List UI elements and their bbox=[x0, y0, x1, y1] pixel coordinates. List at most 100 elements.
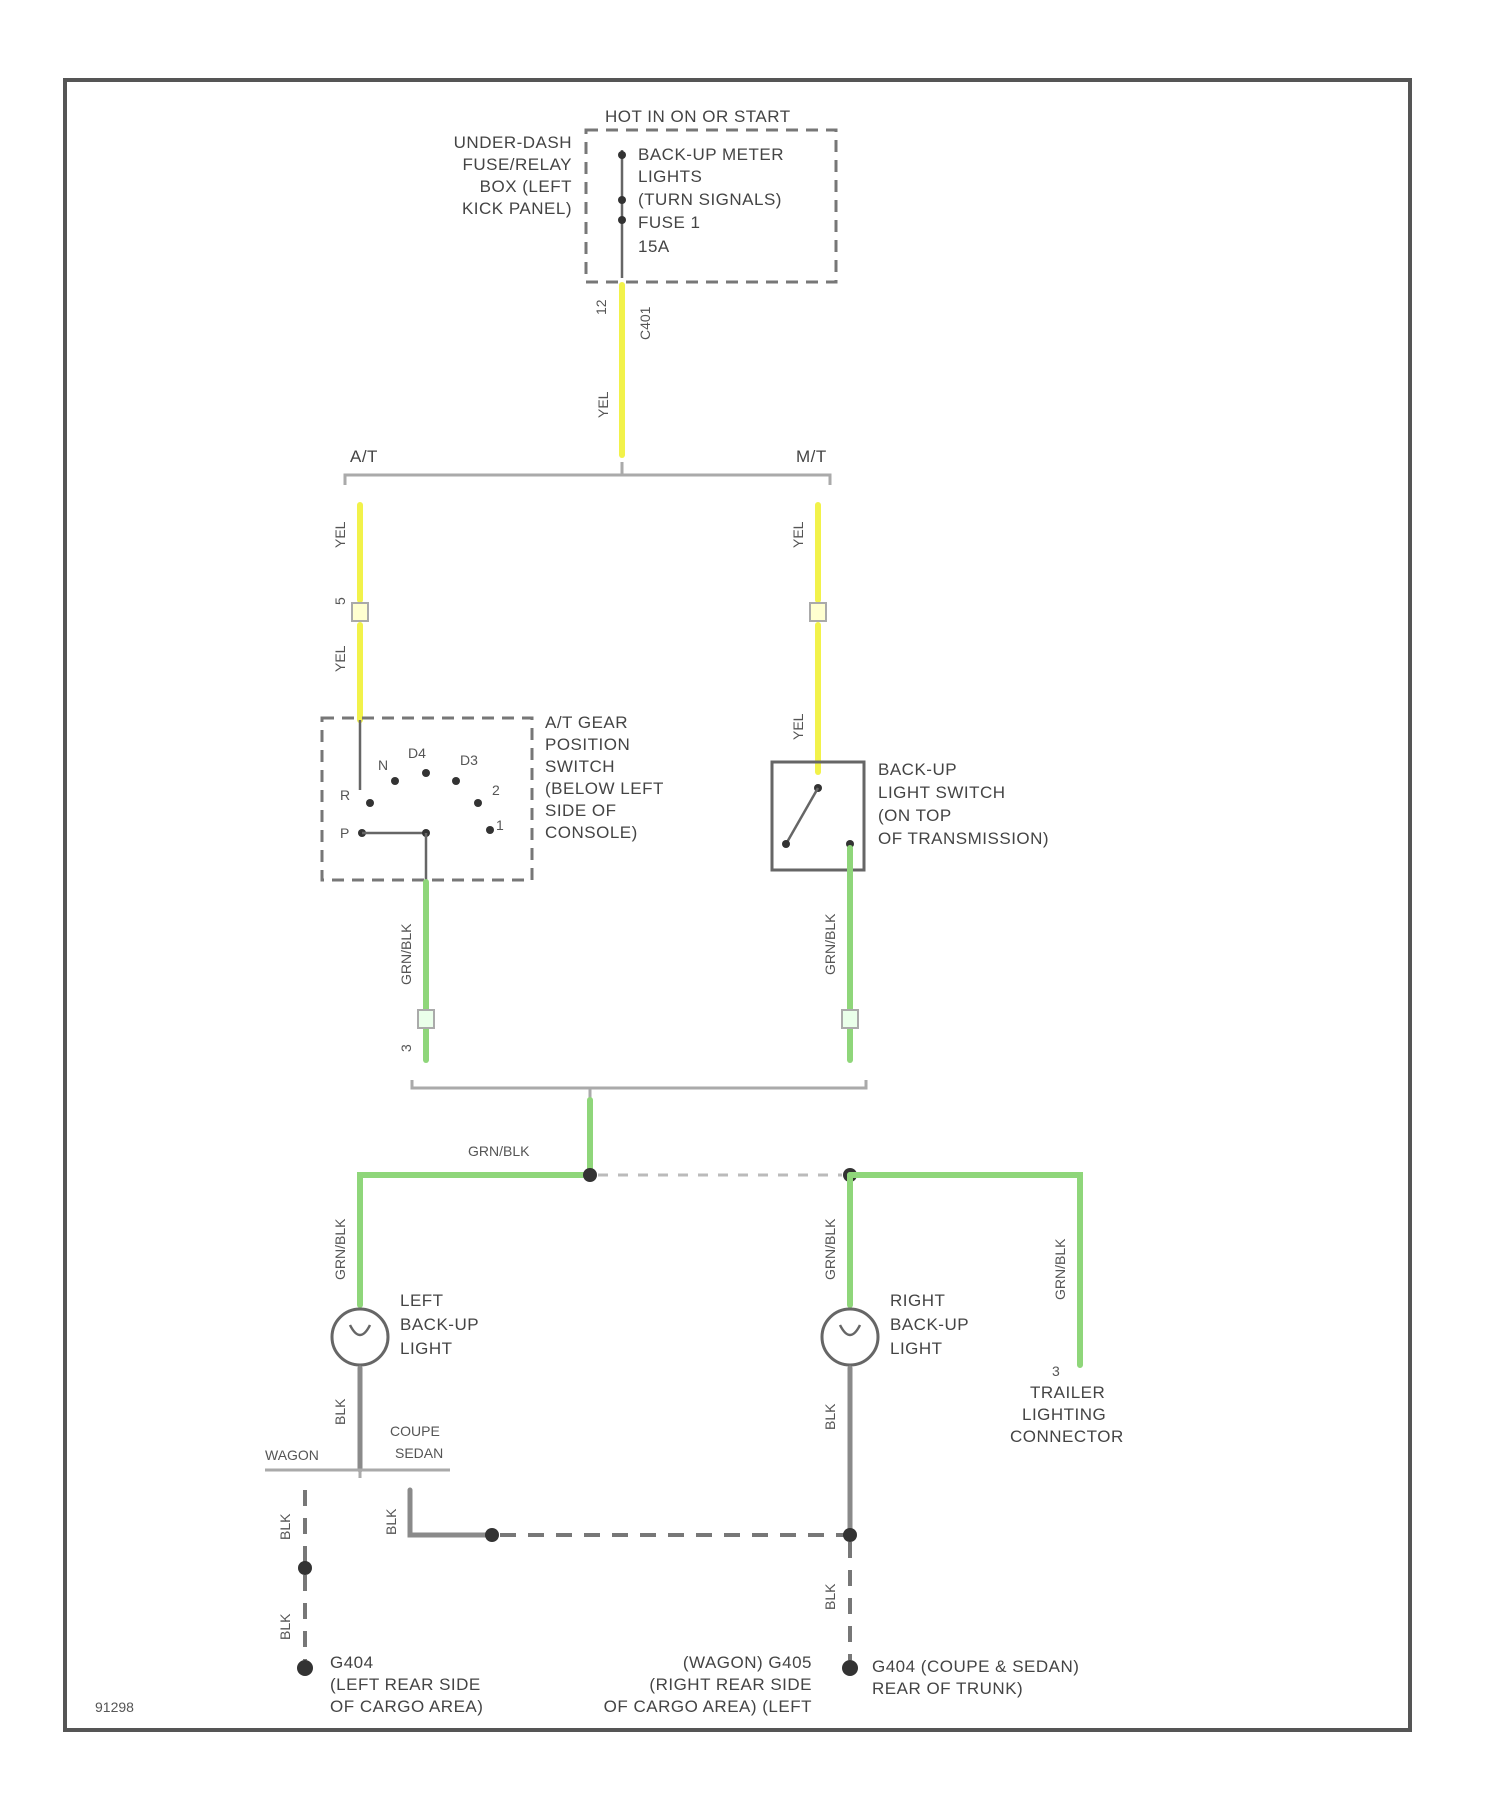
at-contact-1 bbox=[486, 826, 494, 834]
at-switch-label-2: POSITION bbox=[545, 735, 630, 754]
at-pos-n: N bbox=[378, 757, 388, 773]
fuse-box-location-3: BOX (LEFT bbox=[480, 177, 572, 196]
wire-grn-left-branch bbox=[360, 1175, 590, 1305]
left-light-label-2: BACK-UP bbox=[400, 1315, 479, 1334]
diagram-frame bbox=[65, 80, 1410, 1730]
wire-label-blk-left: BLK bbox=[332, 1398, 348, 1425]
ground-g404-right bbox=[842, 1660, 858, 1676]
at-pos-p: P bbox=[340, 825, 349, 841]
ground-middle-label-1: (WAGON) G405 bbox=[683, 1653, 812, 1672]
mt-switch-contact-left bbox=[782, 840, 790, 848]
trailer-label-3: CONNECTOR bbox=[1010, 1427, 1124, 1446]
at-switch-label-3: SWITCH bbox=[545, 757, 615, 776]
wire-label-blk-coupe: BLK bbox=[383, 1508, 399, 1535]
splice-right-ground bbox=[843, 1528, 857, 1542]
wire-label-grn-left: GRN/BLK bbox=[332, 1218, 348, 1280]
splice-wagon bbox=[298, 1561, 312, 1575]
wire-grn-trailer bbox=[850, 1175, 1080, 1365]
mt-switch-arm bbox=[786, 788, 818, 844]
wire-label-grn-at: GRN/BLK bbox=[398, 923, 414, 985]
mt-switch-label-3: (ON TOP bbox=[878, 806, 952, 825]
ground-right-label-1: G404 (COUPE & SEDAN) bbox=[872, 1657, 1079, 1676]
wire-label-blk-wagon-2: BLK bbox=[277, 1613, 293, 1640]
at-gear-position-switch: R N D4 D3 2 1 P A/T GEAR POSITION SWITCH… bbox=[322, 713, 664, 880]
branch-label-wagon: WAGON bbox=[265, 1447, 319, 1463]
left-light-label-1: LEFT bbox=[400, 1291, 444, 1310]
branch-label-sedan: SEDAN bbox=[395, 1445, 443, 1461]
ground-middle-label-3: OF CARGO AREA) (LEFT bbox=[604, 1697, 812, 1716]
wire-label-yel-top: YEL bbox=[595, 391, 611, 418]
trailer-label-2: LIGHTING bbox=[1022, 1405, 1106, 1424]
left-bulb-icon bbox=[332, 1309, 388, 1365]
wire-coupe-blk bbox=[410, 1490, 490, 1535]
fuse-label-4: FUSE 1 bbox=[638, 213, 701, 232]
right-light-label-1: RIGHT bbox=[890, 1291, 945, 1310]
fuse-label-2: LIGHTS bbox=[638, 167, 702, 186]
at-pos-1: 1 bbox=[496, 817, 504, 833]
ground-right-label-2: REAR OF TRUNK) bbox=[872, 1679, 1023, 1698]
at-switch-label-1: A/T GEAR bbox=[545, 713, 628, 732]
ground-g404-left bbox=[297, 1660, 313, 1676]
at-connector bbox=[352, 603, 368, 621]
fuse-terminal-mid bbox=[618, 196, 626, 204]
fuse-terminal-top bbox=[618, 151, 626, 159]
fuse-box-header: HOT IN ON OR START bbox=[605, 107, 791, 126]
fuse-box-location-1: UNDER-DASH bbox=[454, 133, 572, 152]
wire-label-blk-right-2: BLK bbox=[822, 1583, 838, 1610]
wire-label-blk-wagon-1: BLK bbox=[277, 1513, 293, 1540]
trailer-pin-marker: 3 bbox=[1052, 1363, 1060, 1379]
fuse-pin-number: 12 bbox=[593, 299, 609, 315]
at-contact-2 bbox=[474, 799, 482, 807]
splice-left bbox=[583, 1168, 597, 1182]
fuse-box-location-4: KICK PANEL) bbox=[462, 199, 572, 218]
fuse-label-5: 15A bbox=[638, 237, 670, 256]
fuse-terminal-bottom bbox=[618, 216, 626, 224]
at-pos-d4: D4 bbox=[408, 745, 426, 761]
at-contact-r bbox=[366, 799, 374, 807]
mt-switch-label-1: BACK-UP bbox=[878, 760, 957, 779]
branch-label-mt: M/T bbox=[796, 447, 827, 466]
mt-output-connector bbox=[842, 1010, 858, 1028]
trailer-lighting-connector: 3 TRAILER LIGHTING CONNECTOR bbox=[1010, 1363, 1124, 1446]
at-contact-d4 bbox=[422, 769, 430, 777]
branch-bracket-top bbox=[345, 462, 830, 485]
right-light-label-3: LIGHT bbox=[890, 1339, 943, 1358]
ground-left-label-2: (LEFT REAR SIDE bbox=[330, 1675, 481, 1694]
wire-label-blk-right: BLK bbox=[822, 1403, 838, 1430]
splice-coupe bbox=[485, 1528, 499, 1542]
at-contact-d3 bbox=[452, 777, 460, 785]
ground-left-label-1: G404 bbox=[330, 1653, 374, 1672]
at-pos-r: R bbox=[340, 787, 350, 803]
branch-bracket-ground bbox=[265, 1470, 450, 1478]
at-pos-2: 2 bbox=[492, 782, 500, 798]
wire-label-yel-at-2: YEL bbox=[332, 645, 348, 672]
branch-label-coupe: COUPE bbox=[390, 1423, 440, 1439]
mt-switch-label-2: LIGHT SWITCH bbox=[878, 783, 1006, 802]
wire-label-grn-mt: GRN/BLK bbox=[822, 913, 838, 975]
fuse-connector-id: C401 bbox=[637, 306, 653, 340]
wire-label-grn-right: GRN/BLK bbox=[822, 1218, 838, 1280]
branch-bracket-bottom bbox=[412, 1080, 866, 1098]
fuse-label-3: (TURN SIGNALS) bbox=[638, 190, 782, 209]
mt-backup-light-switch: BACK-UP LIGHT SWITCH (ON TOP OF TRANSMIS… bbox=[772, 760, 1049, 870]
at-switch-label-5: SIDE OF bbox=[545, 801, 617, 820]
at-switch-label-4: (BELOW LEFT bbox=[545, 779, 664, 798]
mt-switch-label-4: OF TRANSMISSION) bbox=[878, 829, 1049, 848]
at-contact-n bbox=[391, 777, 399, 785]
at-output-connector bbox=[418, 1010, 434, 1028]
at-switch-label-6: CONSOLE) bbox=[545, 823, 638, 842]
wire-label-grn-trunk: GRN/BLK bbox=[468, 1143, 530, 1159]
wire-label-yel-mt-1: YEL bbox=[790, 521, 806, 548]
left-light-label-3: LIGHT bbox=[400, 1339, 453, 1358]
mt-connector bbox=[810, 603, 826, 621]
fuse-label-1: BACK-UP METER bbox=[638, 145, 784, 164]
ground-middle-label-2: (RIGHT REAR SIDE bbox=[649, 1675, 812, 1694]
left-backup-light: LEFT BACK-UP LIGHT bbox=[332, 1291, 479, 1365]
at-pos-d3: D3 bbox=[460, 752, 478, 768]
tail-pin-number: 3 bbox=[398, 1044, 414, 1052]
figure-id: 91298 bbox=[95, 1699, 134, 1715]
fuse-box: HOT IN ON OR START UNDER-DASH FUSE/RELAY… bbox=[454, 107, 836, 282]
wire-label-grn-trailer: GRN/BLK bbox=[1052, 1238, 1068, 1300]
wire-label-yel-at-1: YEL bbox=[332, 521, 348, 548]
